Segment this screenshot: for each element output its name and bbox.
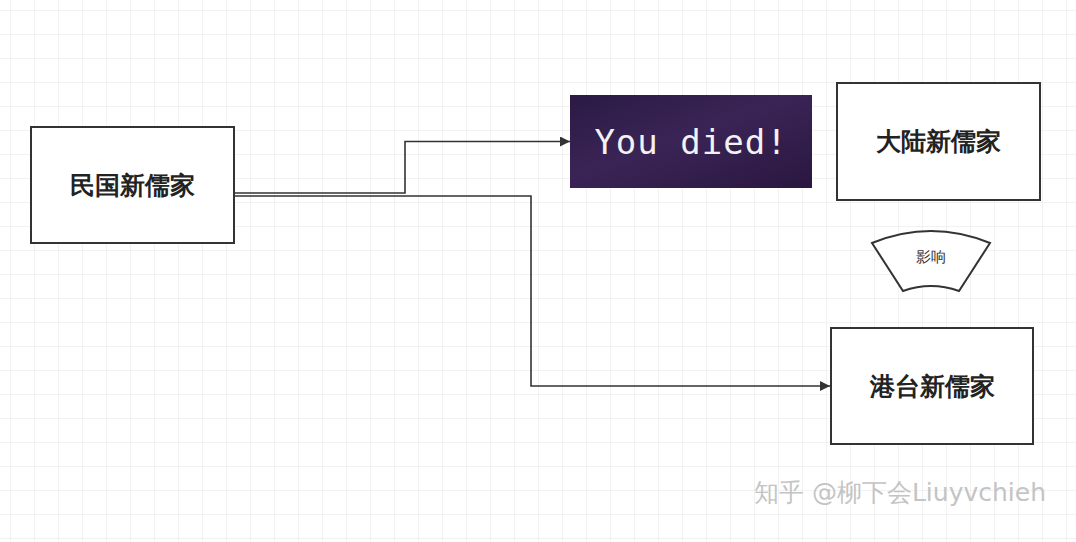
arrow-connector [235, 196, 830, 386]
node-text: 民国新儒家 [70, 169, 195, 202]
node-text: 大陆新儒家 [876, 125, 1001, 158]
process-box: 港台新儒家 [830, 327, 1034, 445]
node-text: 港台新儒家 [870, 370, 995, 403]
process-box: 民国新儒家 [30, 126, 235, 244]
death-screen-box: You died! [570, 95, 812, 188]
process-box: 大陆新儒家 [836, 82, 1041, 201]
influence-label: 影响 [916, 248, 946, 267]
node-text: You died! [594, 122, 787, 162]
influence-fan-shape: 影响 [870, 228, 992, 293]
arrow-connector [235, 142, 570, 194]
watermark: 知乎 @柳下会Liuyvchieh [754, 476, 1046, 509]
